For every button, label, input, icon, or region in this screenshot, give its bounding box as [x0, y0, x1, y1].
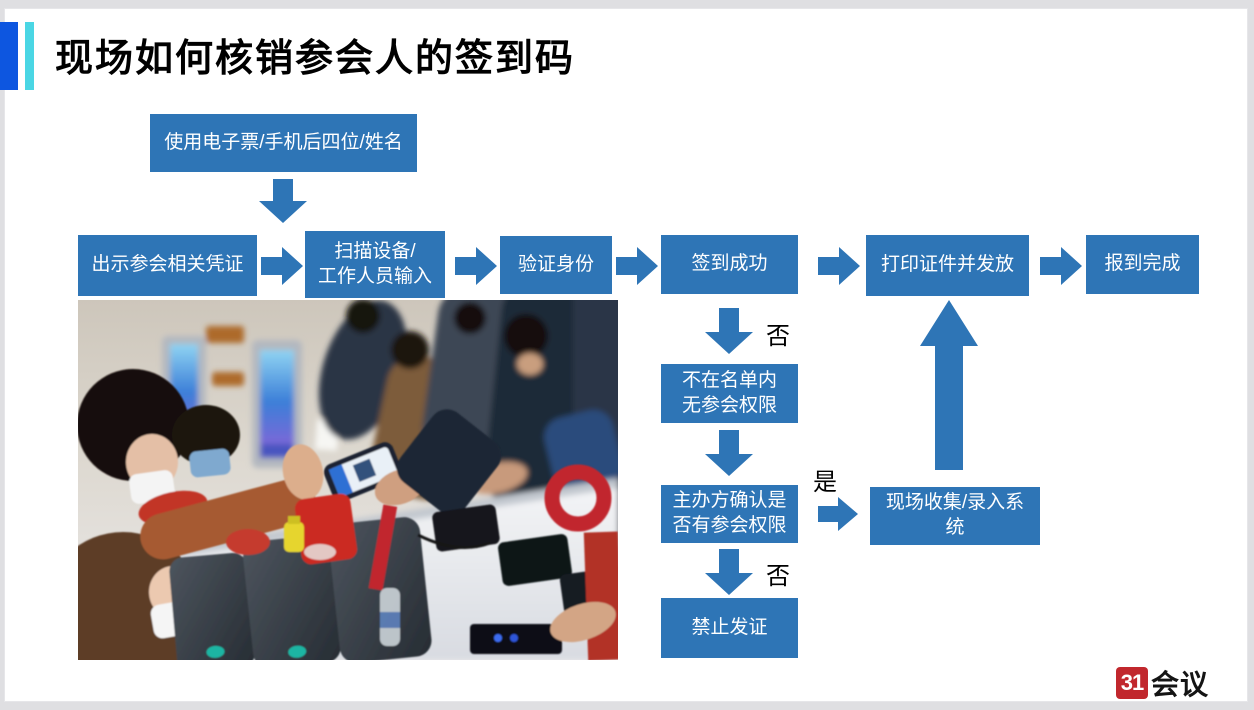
flow-node-print-badge: 打印证件并发放 — [866, 235, 1029, 296]
flow-node-scan-device: 扫描设备/ 工作人员输入 — [305, 231, 445, 298]
logo-31-huiyi: 31 会议 — [1116, 663, 1209, 703]
arrow-right-icon — [616, 247, 658, 290]
flow-node-onsite-collect: 现场收集/录入系 统 — [870, 487, 1040, 545]
flow-node-show-credential: 出示参会相关凭证 — [78, 235, 257, 296]
arrow-right-icon — [1040, 247, 1082, 290]
arrow-right-icon — [261, 247, 303, 290]
arrow-right-icon — [455, 247, 497, 290]
flow-node-not-in-list: 不在名单内 无参会权限 — [661, 364, 798, 423]
flow-node-registration-done: 报到完成 — [1086, 235, 1199, 294]
flow-node-organizer-confirm: 主办方确认是 否有参会权限 — [661, 485, 798, 543]
slide-title: 现场如何核销参会人的签到码 — [55, 38, 576, 80]
arrow-right-icon — [818, 247, 860, 290]
flow-node-checkin-success: 签到成功 — [661, 235, 798, 294]
flow-node-use-eticket: 使用电子票/手机后四位/姓名 — [150, 114, 417, 172]
title-accent-bar-cyan — [25, 22, 34, 90]
arrow-up-icon — [920, 300, 978, 475]
branch-label-no: 否 — [766, 323, 790, 350]
arrow-down-icon — [259, 179, 307, 228]
flow-node-verify-identity: 验证身份 — [500, 236, 612, 294]
arrow-right-icon — [818, 497, 858, 536]
logo-text: 会议 — [1151, 669, 1210, 700]
branch-label-yes: 是 — [813, 469, 837, 496]
arrow-down-icon — [705, 430, 753, 481]
title-accent-bar-blue — [0, 22, 18, 90]
checkin-counter-photo-art — [78, 300, 618, 660]
logo-mark: 31 — [1116, 667, 1148, 699]
arrow-down-icon — [705, 549, 753, 600]
checkin-counter-photo — [78, 300, 618, 660]
flow-node-forbid-badge: 禁止发证 — [661, 598, 798, 658]
arrow-down-icon — [705, 308, 753, 359]
branch-label-no: 否 — [766, 563, 790, 590]
